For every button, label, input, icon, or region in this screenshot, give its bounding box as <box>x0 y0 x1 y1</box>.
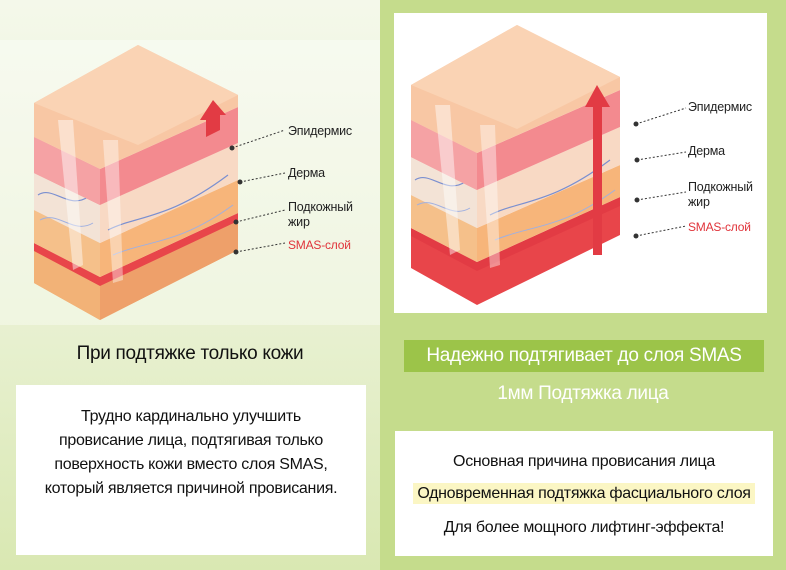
label-fat-left-line2: жир <box>288 215 310 229</box>
feature-line-highlighted: Одновременная подтяжка фасциального слоя <box>395 483 773 504</box>
feature-highlight: Одновременная подтяжка фасциального слоя <box>413 483 755 504</box>
left-description: Трудно кардинально улучшить провисание л… <box>16 405 366 501</box>
left-description-box: Трудно кардинально улучшить провисание л… <box>16 385 366 555</box>
skin-layers-illustration-left <box>34 45 238 320</box>
desc-line: Трудно кардинально улучшить <box>81 408 301 425</box>
label-epidermis-left: Эпидермис <box>288 124 352 138</box>
label-smas-left: SMAS-слой <box>288 238 351 252</box>
label-fat-right-line1: Подкожный <box>688 180 753 194</box>
right-banner: Надежно подтягивает до слоя SMAS <box>404 340 764 372</box>
left-heading: При подтяжке только кожи <box>76 343 304 364</box>
leader-lines-right <box>633 107 687 239</box>
desc-line: поверхность кожи вместо слоя SMAS, <box>54 456 328 473</box>
label-epidermis-right: Эпидермис <box>688 100 752 114</box>
right-features-box: Основная причина провисания лица Одновре… <box>395 431 773 556</box>
right-subheading: 1мм Подтяжка лица <box>497 383 669 404</box>
feature-line: Основная причина провисания лица <box>453 453 715 470</box>
desc-line: провисание лица, подтягивая только <box>58 432 324 449</box>
label-smas-right: SMAS-слой <box>688 220 751 234</box>
label-derma-left: Дерма <box>288 166 325 180</box>
label-fat-left-line1: Подкожный <box>288 200 353 214</box>
leader-lines-left <box>229 129 286 255</box>
feature-line: Для более мощного лифтинг-эффекта! <box>443 519 725 536</box>
label-derma-right: Дерма <box>688 144 725 158</box>
left-panel: Эпидермис Дерма Подкожный жир SMAS-слой … <box>0 0 380 570</box>
label-fat-right-line2: жир <box>688 195 710 209</box>
skin-layers-illustration-right <box>411 25 620 305</box>
desc-line: который является причиной провисания. <box>44 480 338 497</box>
